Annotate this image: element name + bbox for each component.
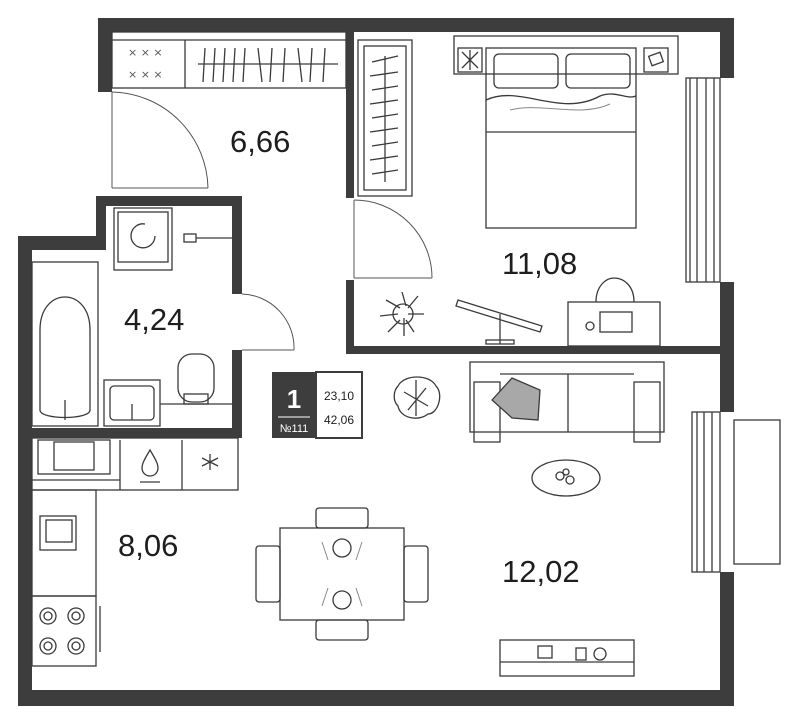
area-hall: 6,66: [230, 124, 290, 159]
svg-text:× × ×: × × ×: [128, 46, 163, 59]
badge-room-count: 1: [287, 384, 301, 414]
desk-lamp: [455, 299, 543, 345]
area-bathroom: 4,24: [124, 302, 184, 337]
badge-apartment-number: №111: [280, 423, 309, 435]
kitchen-counter: [31, 437, 239, 491]
area-kitchen: 8,06: [118, 528, 178, 563]
door-bathroom: [241, 293, 295, 351]
area-bedroom: 11,08: [502, 246, 577, 281]
hall-wardrobe: × × × × × ×: [111, 31, 347, 89]
badge-total-area: 42,06: [324, 413, 354, 427]
balcony: [733, 419, 781, 565]
nightstand-lamp-icon: [643, 47, 669, 73]
window-living: [691, 411, 781, 573]
bed: [453, 35, 679, 229]
water-drop-icon: [140, 448, 160, 483]
closet-shelves: [357, 39, 413, 197]
area-living: 12,02: [502, 554, 580, 589]
decor-plant-icon: [393, 376, 441, 419]
svg-text:× × ×: × × ×: [128, 68, 163, 81]
dining-table: [255, 507, 429, 641]
toilet: [177, 353, 215, 405]
walls: [18, 18, 734, 706]
rug-icon: [531, 459, 601, 497]
tv-stand: [499, 639, 635, 677]
badge-living-area: 23,10: [324, 389, 354, 403]
stove: [31, 595, 101, 667]
nightstand-plant-icon: [457, 47, 483, 73]
washing-machine: [113, 207, 232, 271]
door-wardrobe: [353, 199, 433, 279]
sofa: [469, 361, 665, 443]
bathtub: [31, 261, 99, 427]
desk: [567, 277, 661, 347]
apartment-badge: 1 №111 23,10 42,06: [272, 371, 363, 439]
plant-icon: [379, 291, 424, 336]
window-bedroom: [685, 77, 721, 283]
snowflake-icon: [201, 454, 219, 470]
kitchen-cabinet: [31, 489, 97, 597]
door-entrance: [111, 91, 209, 189]
sink: [103, 379, 232, 427]
